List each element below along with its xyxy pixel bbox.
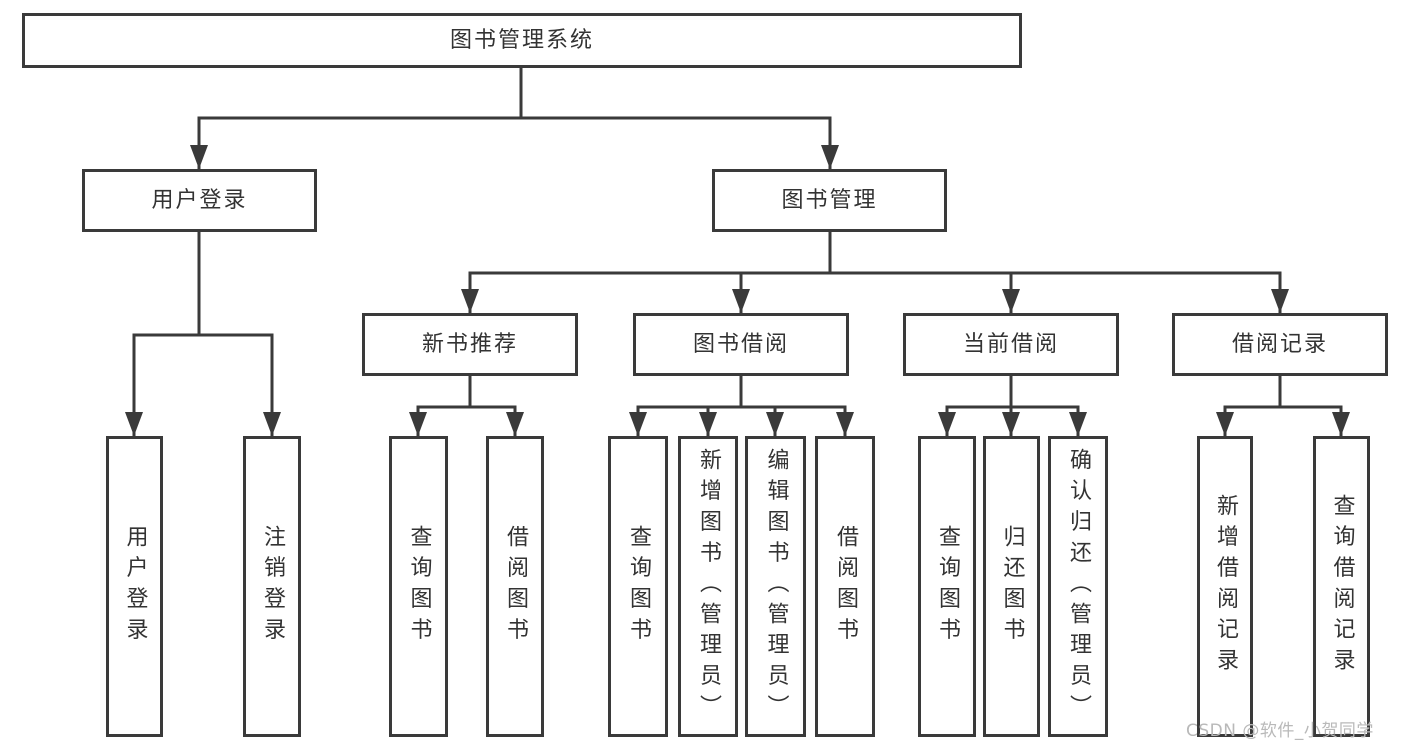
leaf-add-book-admin: 新增图书（管理员） <box>678 436 738 737</box>
leaf-label: 查询借阅记录 <box>1329 494 1355 679</box>
leaf-label: 借阅图书 <box>503 524 528 649</box>
node-new-book-recommend: 新书推荐 <box>362 313 578 376</box>
leaf-user-login: 用户登录 <box>106 436 163 737</box>
leaf-query-books-recommend: 查询图书 <box>389 436 448 737</box>
leaf-logout: 注销登录 <box>243 436 301 737</box>
node-library-management-system: 图书管理系统 <box>22 13 1022 68</box>
leaf-borrow-books-recommend: 借阅图书 <box>486 436 544 737</box>
leaf-label: 查询图书 <box>406 524 432 649</box>
leaf-confirm-return-admin: 确认归还（管理员） <box>1048 436 1108 737</box>
leaf-label: 确认归还（管理员） <box>1066 447 1091 726</box>
leaf-borrow-books: 借阅图书 <box>815 436 875 737</box>
node-book-borrow: 图书借阅 <box>633 313 849 376</box>
leaf-query-books-borrow: 查询图书 <box>608 436 668 737</box>
leaf-label: 用户登录 <box>122 524 148 649</box>
leaf-query-books-current: 查询图书 <box>918 436 976 737</box>
node-current-borrow: 当前借阅 <box>903 313 1119 376</box>
leaf-label: 查询图书 <box>626 524 651 649</box>
node-borrow-records: 借阅记录 <box>1172 313 1388 376</box>
leaf-add-borrow-record: 新增借阅记录 <box>1197 436 1253 737</box>
leaf-edit-book-admin: 编辑图书（管理员） <box>745 436 806 737</box>
leaf-label: 借阅图书 <box>833 524 858 649</box>
node-book-management: 图书管理 <box>712 169 947 232</box>
leaf-label: 查询图书 <box>935 524 960 649</box>
leaf-label: 归还图书 <box>999 524 1025 649</box>
leaf-label: 注销登录 <box>260 524 285 649</box>
leaf-query-borrow-record: 查询借阅记录 <box>1313 436 1370 737</box>
leaf-label: 新增图书（管理员） <box>696 447 721 726</box>
leaf-return-book: 归还图书 <box>983 436 1040 737</box>
csdn-watermark: CSDN @软件_小贺同学 <box>1186 721 1374 741</box>
node-user-login: 用户登录 <box>82 169 317 232</box>
leaf-label: 编辑图书（管理员） <box>763 447 789 726</box>
leaf-label: 新增借阅记录 <box>1213 494 1238 679</box>
